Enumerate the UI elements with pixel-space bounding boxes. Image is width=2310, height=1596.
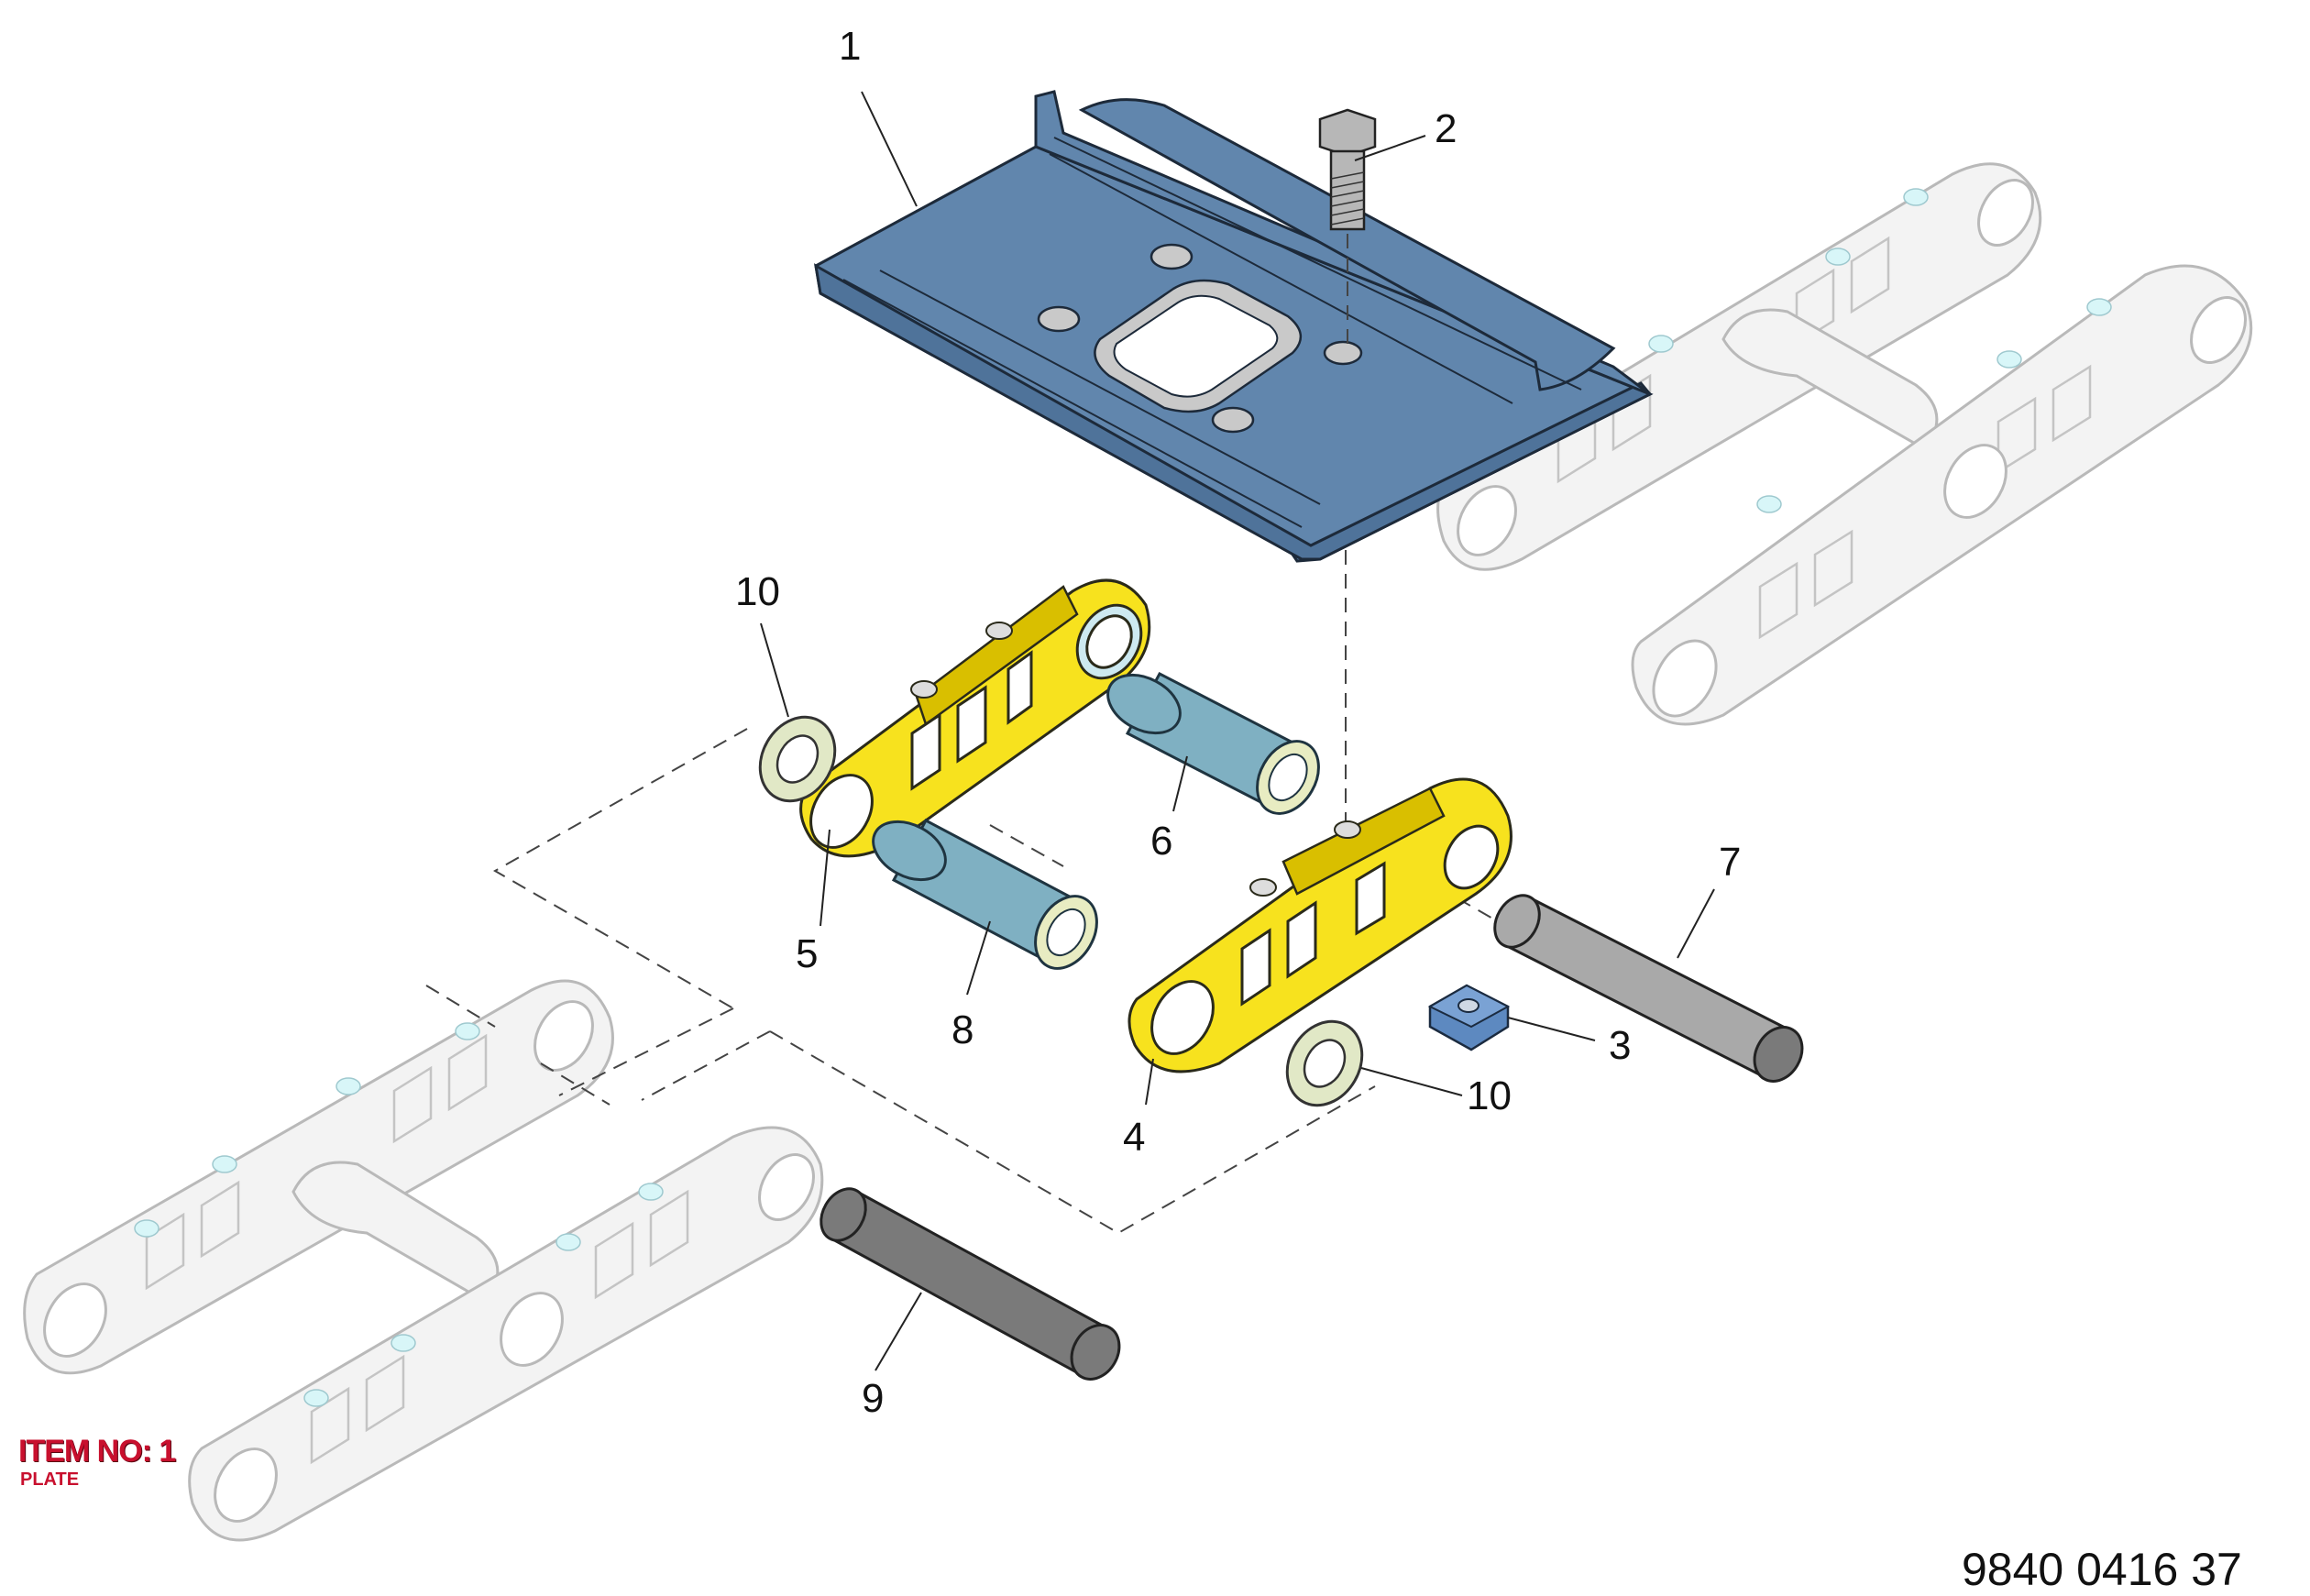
callout-5: 5: [796, 931, 818, 976]
callout-4: 4: [1123, 1115, 1145, 1160]
callout-10-upper: 10: [735, 569, 780, 614]
link-inner[interactable]: [798, 578, 1154, 858]
callout-1: 1: [839, 24, 861, 69]
item-number-label: ITEM NO: 1: [18, 1434, 176, 1469]
washer-lower[interactable]: [1272, 1007, 1377, 1118]
bolt[interactable]: [1318, 108, 1377, 353]
item-name-label: PLATE: [20, 1469, 80, 1490]
ghost-chain-lower-left: [23, 979, 824, 1542]
bushing-lower[interactable]: [864, 810, 1109, 980]
callout-labels: 1 2 3 4 5 6 7 8 9 10 10: [735, 24, 1741, 1421]
link-outer[interactable]: [1128, 777, 1512, 1073]
nut[interactable]: [1427, 984, 1511, 1051]
leader-lines: [760, 91, 1715, 1371]
ghost-chain-upper-right: [1436, 162, 2253, 726]
callout-9: 9: [862, 1376, 884, 1421]
callout-2: 2: [1435, 106, 1457, 151]
pin-right[interactable]: [1486, 887, 1811, 1090]
washer-upper[interactable]: [745, 703, 850, 814]
drawing-number: 9840 0416 37: [1962, 1544, 2242, 1595]
bushing-upper[interactable]: [1098, 664, 1331, 825]
pin-left[interactable]: [812, 1181, 1128, 1388]
callout-8: 8: [952, 1007, 974, 1052]
callout-7: 7: [1719, 840, 1741, 885]
callout-6: 6: [1150, 819, 1172, 864]
callout-10-lower: 10: [1467, 1073, 1512, 1118]
callout-3: 3: [1609, 1023, 1631, 1068]
